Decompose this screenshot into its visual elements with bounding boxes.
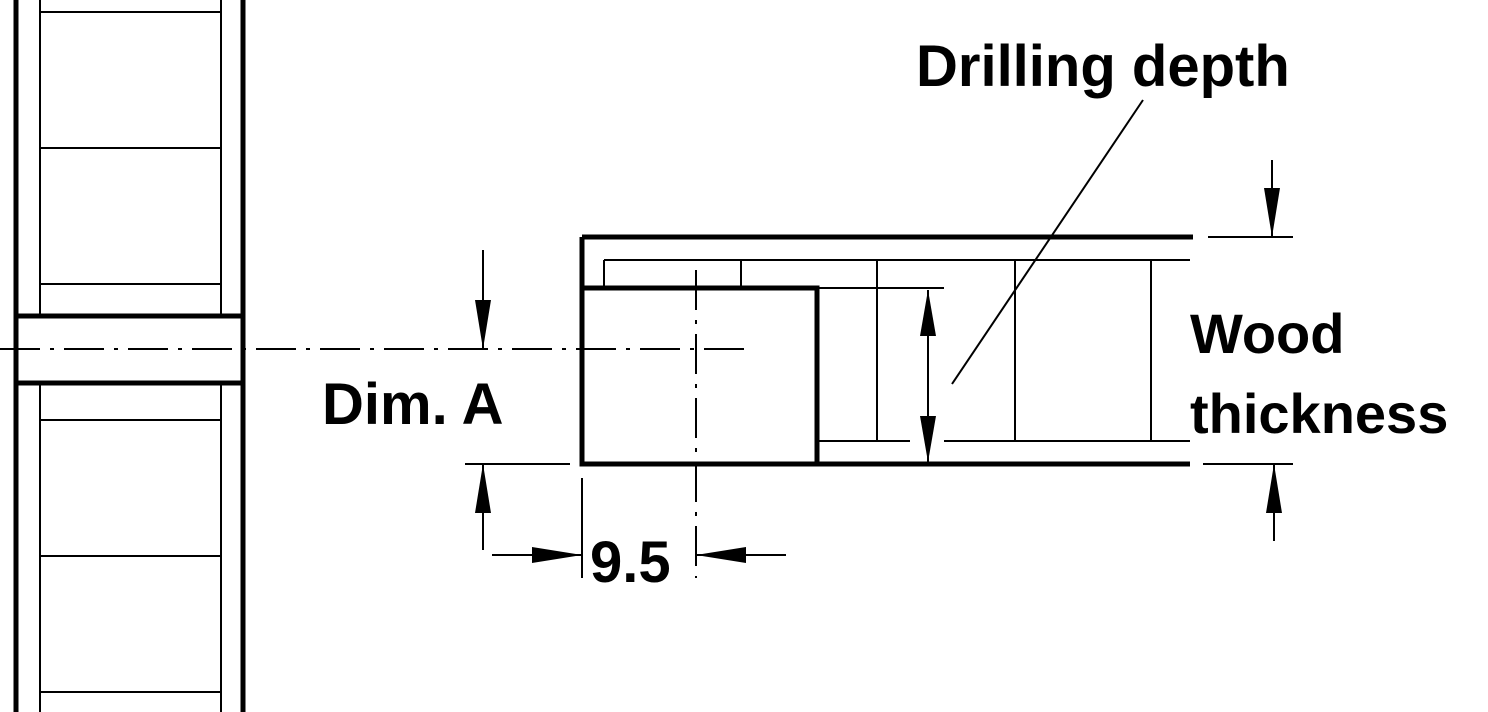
connector-bolt <box>16 313 243 386</box>
wood-thickness-label-line2: thickness <box>1190 382 1449 445</box>
offset-dimension <box>492 478 786 578</box>
dim-a-label: Dim. A <box>322 372 504 437</box>
shelf-board <box>579 234 1193 467</box>
connector-housing <box>579 285 820 467</box>
wood-thickness-dimension <box>1203 160 1293 541</box>
drilling-depth-dimension <box>920 290 936 462</box>
dim-a-dimension <box>465 250 570 550</box>
side-panel <box>13 0 246 712</box>
wood-thickness-label: Wood thickness <box>1190 294 1448 454</box>
offset-label: 9.5 <box>590 530 671 595</box>
wood-thickness-label-line1: Wood <box>1190 302 1345 365</box>
drilling-depth-label: Drilling depth <box>916 34 1290 99</box>
drilling-depth-leader <box>951 99 1144 385</box>
